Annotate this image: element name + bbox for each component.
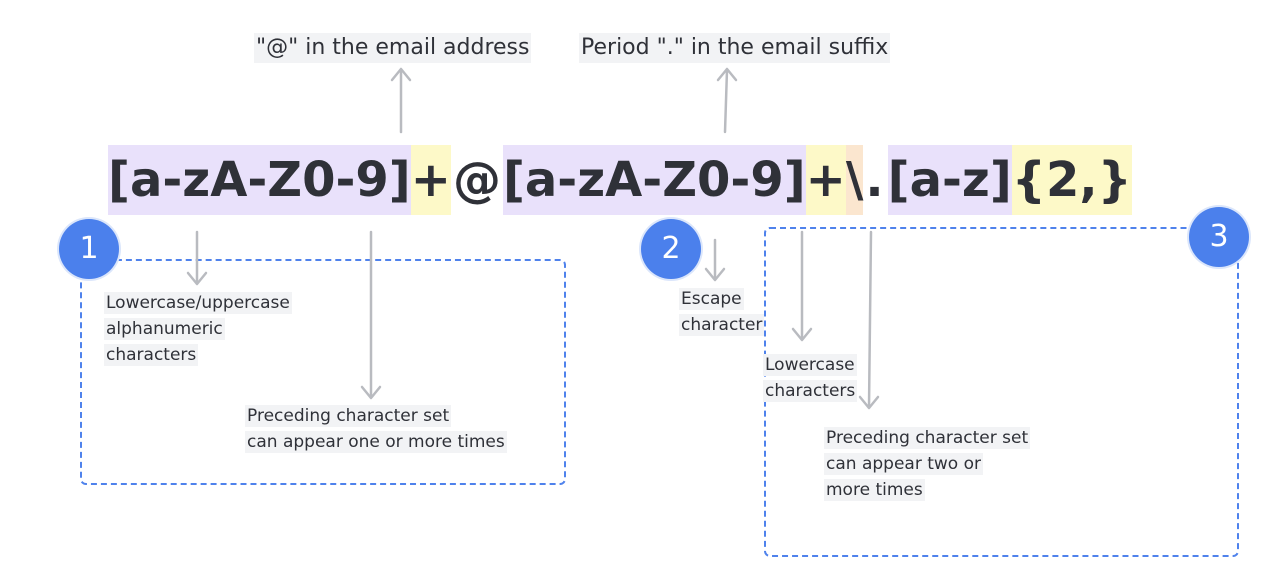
alnum-label-line1: Lowercase/uppercase [104,292,292,314]
lowercase-label: Lowercase characters [763,352,858,404]
regex-quantifier-two-plus: {2,} [1011,145,1132,215]
regex-dot: . [865,152,884,208]
regex-backslash: \ [845,145,864,215]
regex-expression: [a-zA-Z0-9]+@[a-zA-Z0-9]+\.[a-z]{2,} [108,145,1132,215]
arrow-up-period [716,67,738,134]
two-or-more-line3: more times [824,479,925,501]
lowercase-line2: characters [763,380,858,402]
arrow-down-alnum [186,230,208,286]
regex-char-class-alnum-1: [a-zA-Z0-9] [108,145,411,215]
arrow-up-at [390,67,412,134]
one-or-more-label: Preceding character set can appear one o… [245,403,507,455]
arrow-down-escape [704,238,726,282]
period-label: Period "." in the email suffix [579,33,891,63]
escape-line2: character [679,314,765,336]
two-or-more-line2: can appear two or [824,453,983,475]
group-1-box [80,259,566,485]
escape-label: Escape character [679,286,765,338]
alnum-label: Lowercase/uppercase alphanumeric charact… [104,290,292,368]
regex-char-class-lower: [a-z] [887,145,1012,215]
alnum-label-line3: characters [104,344,199,366]
regex-at-sign: @ [452,152,501,208]
regex-plus-2: + [805,145,846,215]
callout-3: 3 [1189,207,1249,267]
regex-char-class-alnum-2: [a-zA-Z0-9] [502,145,806,215]
two-or-more-line1: Preceding character set [824,427,1031,449]
one-or-more-line1: Preceding character set [245,405,452,427]
callout-1: 1 [59,219,119,279]
at-sign-label: "@" in the email address [254,33,532,63]
lowercase-line1: Lowercase [763,354,857,376]
arrow-down-one-more [360,230,382,400]
escape-line1: Escape [679,288,744,310]
callout-2: 2 [641,219,701,279]
regex-plus-1: + [410,145,451,215]
two-or-more-label: Preceding character set can appear two o… [824,425,1031,503]
arrow-down-lowercase [791,230,813,342]
arrow-down-two-more [858,230,880,410]
one-or-more-line2: can appear one or more times [245,431,507,453]
alnum-label-line2: alphanumeric [104,318,225,340]
